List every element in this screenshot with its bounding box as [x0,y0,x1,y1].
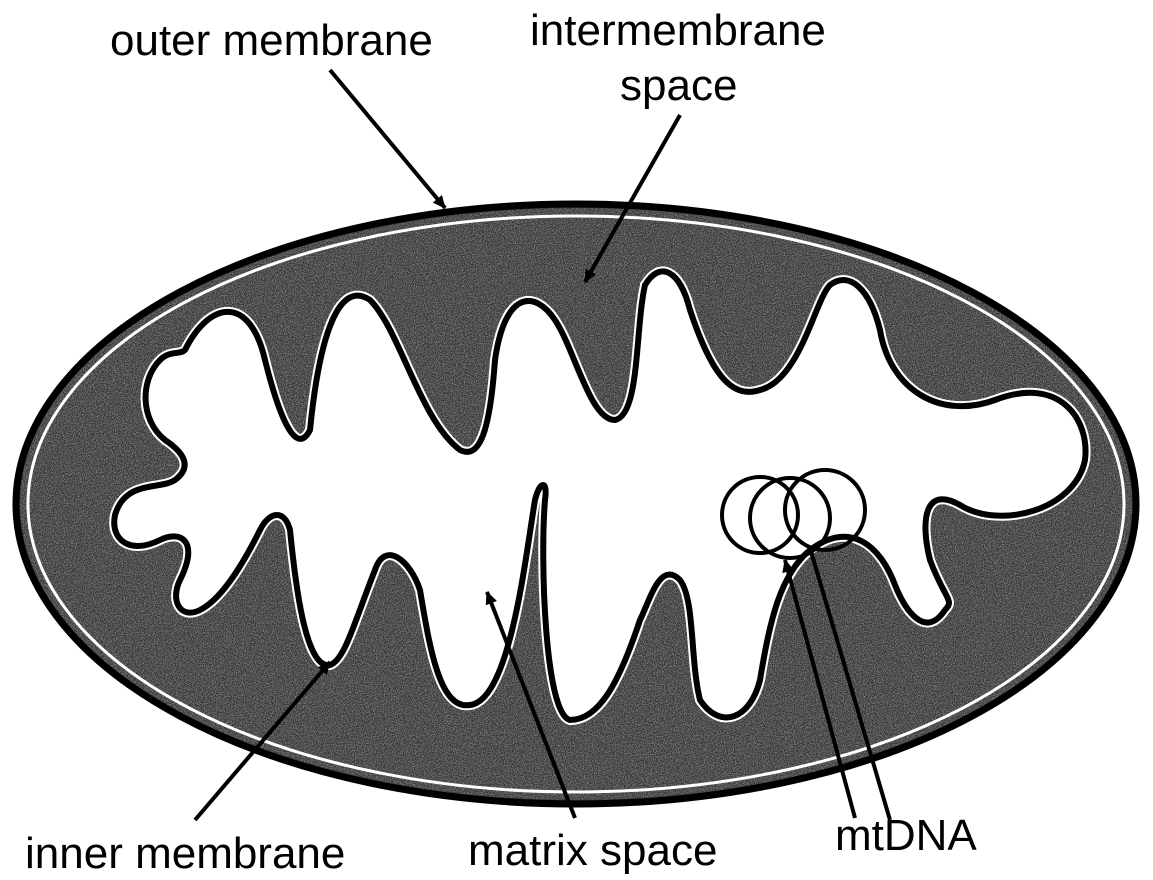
label-mtdna: mtDNA [835,811,977,860]
label-matrix-space: matrix space [468,826,717,875]
label-inner-membrane: inner membrane [25,829,345,878]
label-outer-membrane: outer membrane [110,16,433,65]
label-intermembrane-space: space [620,61,737,110]
outer-membrane-arrow [330,70,445,208]
label-intermembrane: intermembrane [530,6,826,55]
